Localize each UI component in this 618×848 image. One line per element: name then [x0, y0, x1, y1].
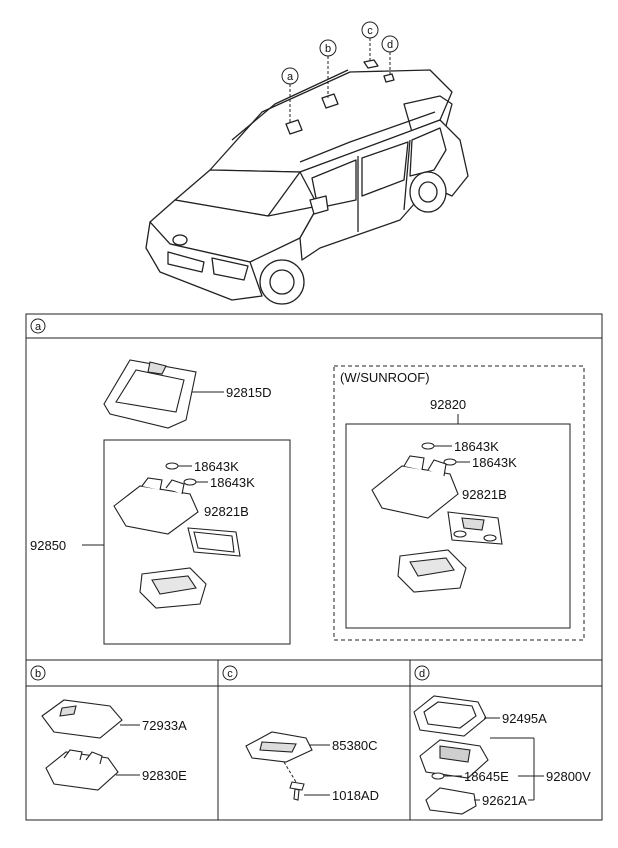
callout-c: c [361, 21, 379, 39]
panel-b-tag: b [35, 668, 41, 680]
part-lens [187, 527, 241, 557]
part-lamp-housing [113, 477, 199, 535]
part-lamp-body [139, 567, 207, 609]
sunroof-title: (W/SUNROOF) [340, 370, 430, 385]
label-92830E: 92830E [142, 768, 187, 783]
label-sunroof-18643K-2: 18643K [472, 455, 517, 470]
part-bezel [413, 695, 487, 737]
label-92850: 92850 [30, 538, 66, 553]
callout-d: d [381, 35, 399, 53]
panel-c-tag: c [227, 668, 233, 680]
label-92821B: 92821B [204, 504, 249, 519]
part-sunroof-lens [447, 511, 503, 545]
panel-c: c 85380C 1018AD [217, 659, 411, 821]
label-18643K-1: 18643K [194, 459, 239, 474]
assy-bracket [490, 737, 544, 801]
part-sunroof-housing [371, 455, 459, 519]
panel-d: d 92495A 18645E 92621A 92800V [409, 659, 603, 821]
label-92495A: 92495A [502, 711, 547, 726]
part-lamp [45, 749, 119, 791]
svg-text:b: b [325, 43, 331, 55]
label-92815D: 92815D [226, 385, 272, 400]
label-72933A: 72933A [142, 718, 187, 733]
panel-d-tag: d [419, 668, 425, 680]
vehicle-illustration [145, 59, 469, 305]
label-92800V: 92800V [546, 769, 591, 784]
part-lens [425, 787, 477, 815]
part-sunroof-body [397, 549, 467, 593]
panel-a-tag: a [35, 321, 42, 333]
svg-text:d: d [387, 39, 393, 51]
label-sunroof-18643K-1: 18643K [454, 439, 499, 454]
callout-b: b [319, 39, 337, 57]
label-92621A: 92621A [482, 793, 527, 808]
svg-text:a: a [287, 71, 294, 83]
label-18645E: 18645E [464, 769, 509, 784]
label-sunroof-92821B: 92821B [462, 487, 507, 502]
label-85380C: 85380C [332, 738, 378, 753]
label-18643K-2: 18643K [210, 475, 255, 490]
bulb-icon [165, 462, 197, 486]
part-lamp [245, 731, 313, 763]
part-assy [419, 739, 489, 779]
panel-a: a 92815D 92850 18643K 18643K [25, 313, 603, 661]
callout-leaders [289, 38, 391, 124]
screw-icon [289, 781, 305, 801]
label-1018AD: 1018AD [332, 788, 379, 803]
part-cover [41, 699, 123, 739]
panel-b: b 72933A 92830E [25, 659, 219, 821]
part-lens-cover [103, 359, 197, 429]
bulb-icon [431, 772, 445, 780]
svg-text:c: c [367, 25, 373, 37]
label-92820: 92820 [430, 397, 466, 412]
callout-a: a [281, 67, 299, 85]
